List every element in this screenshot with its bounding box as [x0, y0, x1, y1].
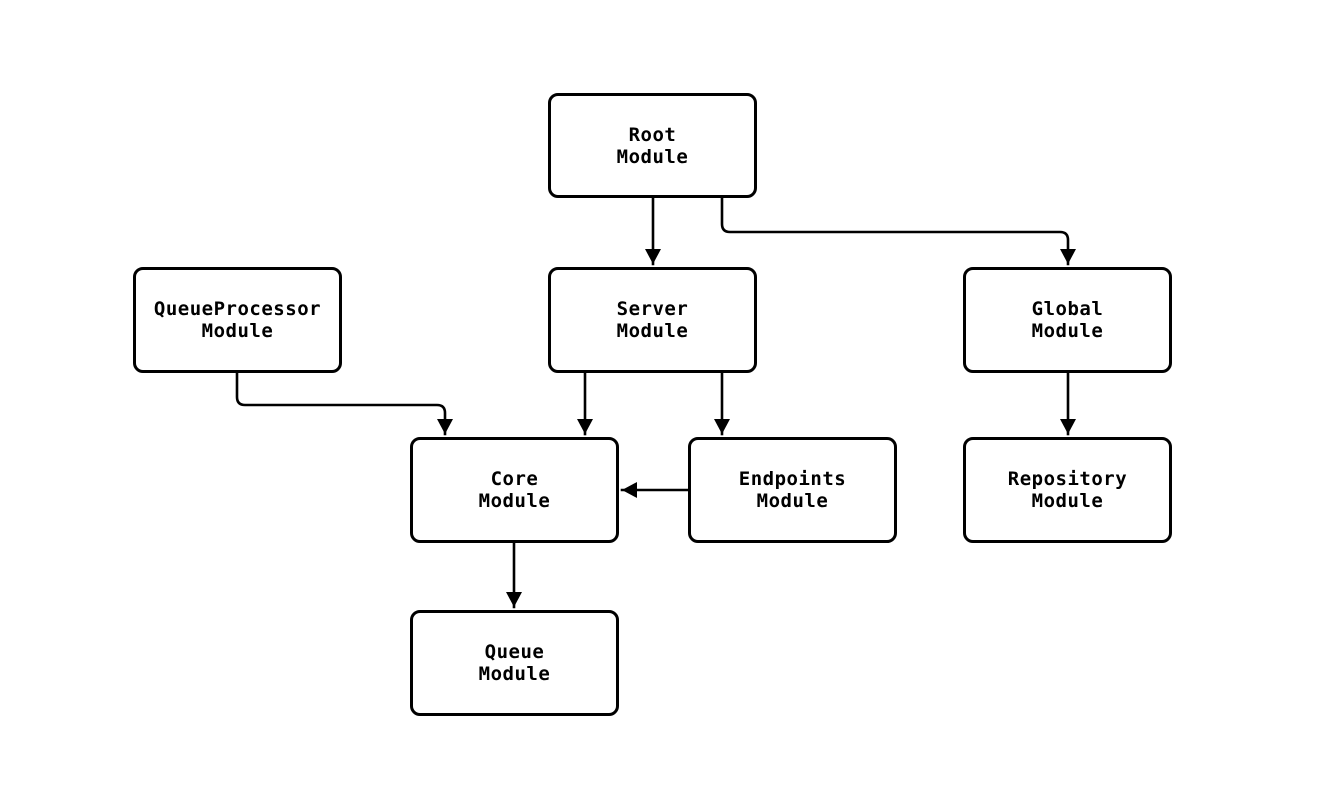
edge-root-to-global — [720, 196, 1076, 266]
node-server-module-label: Server Module — [616, 298, 689, 342]
node-repository-module: Repository Module — [963, 437, 1172, 543]
node-queue-module-label: Queue Module — [478, 641, 551, 685]
node-endpoints-module-label: Endpoints Module — [738, 468, 847, 512]
edge-queueprocessor-to-core — [235, 371, 453, 436]
node-core-module: Core Module — [410, 437, 619, 543]
node-global-module: Global Module — [963, 267, 1172, 373]
node-queueprocessor-module-label: QueueProcessor Module — [153, 298, 322, 342]
node-server-module: Server Module — [548, 267, 757, 373]
node-root-module: Root Module — [548, 93, 757, 198]
node-queue-module: Queue Module — [410, 610, 619, 716]
node-endpoints-module: Endpoints Module — [688, 437, 897, 543]
node-queueprocessor-module: QueueProcessor Module — [133, 267, 342, 373]
node-global-module-label: Global Module — [1031, 298, 1104, 342]
node-core-module-label: Core Module — [478, 468, 551, 512]
node-repository-module-label: Repository Module — [1007, 468, 1128, 512]
node-root-module-label: Root Module — [616, 123, 689, 168]
